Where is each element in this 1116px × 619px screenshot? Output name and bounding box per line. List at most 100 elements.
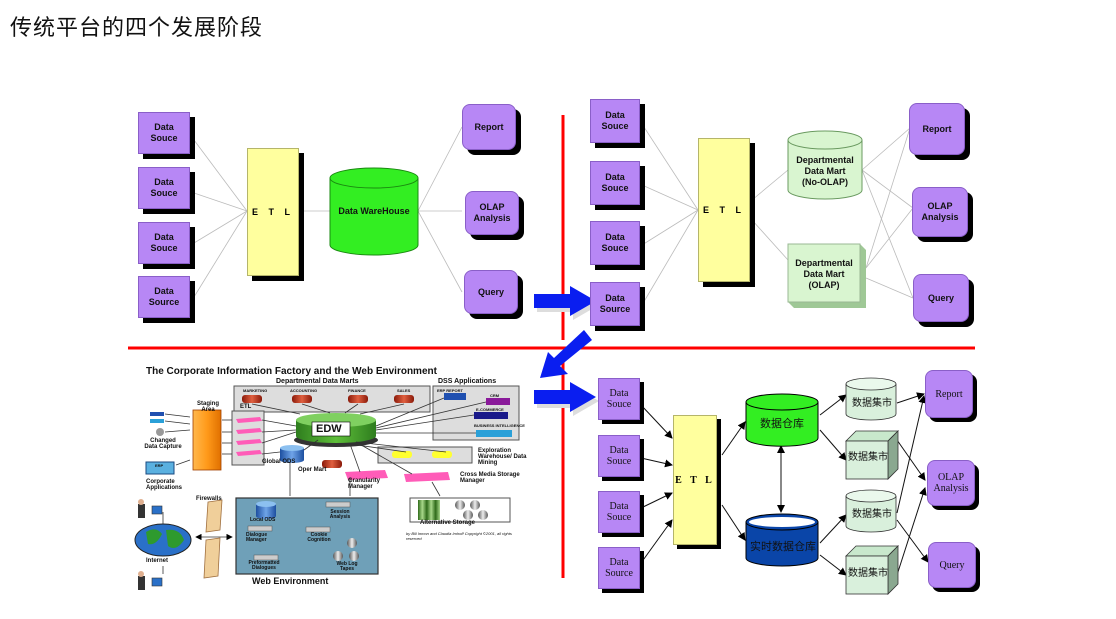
cif-copyright: by Bill Inmon and Claudia Imhoff Copyrig… (406, 531, 512, 541)
cif-web-env-label: Web Environment (252, 576, 329, 586)
stage2-etl-label: E T L (703, 205, 745, 215)
stage4-source-4[interactable]: Data Source (598, 547, 640, 589)
stage1-output-olap-label: OLAP Analysis (473, 202, 511, 223)
stage1-output-olap[interactable]: OLAP Analysis (465, 191, 519, 235)
stage2-source-4[interactable]: Data Source (590, 282, 640, 326)
stage2-mart-no-olap-label: Departmental Data Mart (No-OLAP) (788, 155, 862, 188)
cif-dss-title: DSS Applications (438, 378, 497, 385)
stage1-warehouse-label: Data WareHouse (338, 206, 410, 216)
stage4-mart-1-label: 数据集市 (852, 398, 892, 409)
stage1-source-3[interactable]: Data Souce (138, 222, 190, 264)
stage1-output-report[interactable]: Report (462, 104, 516, 150)
stage2-output-olap[interactable]: OLAP Analysis (912, 187, 968, 237)
cif-cross-media-label: Cross Media Storage Manager (460, 472, 520, 484)
stage2-output-report-label: Report (922, 123, 952, 134)
page-title: 传统平台的四个发展阶段 (10, 16, 264, 41)
stage2-mart-no-olap-line-1: Departmental (796, 155, 854, 165)
cif-erp-label: ERP (155, 463, 164, 468)
stage1-etl-label: E T L (252, 207, 294, 217)
stage1-source-3-label: Data Souce (150, 232, 178, 253)
cif-web-log-tapes: Web Log Tapes (336, 561, 358, 572)
cif-internet-label: Internet (146, 558, 169, 564)
cif-etl-label: ETL (240, 404, 252, 410)
cif-web-local-ods: Local ODS (250, 517, 276, 523)
cif-oper-mart-label: Oper Mart (298, 467, 327, 473)
stage4-warehouse-cylinder (745, 393, 819, 447)
stage2-mart-no-olap-line-2: Data Mart (804, 166, 846, 176)
stage4-output-report-label: Report (935, 388, 963, 400)
stage2-source-4-label: Data Source (599, 293, 631, 314)
stage4-realtime-warehouse-cylinder (745, 513, 819, 567)
cif-exploration-label: Exploration Warehouse/ Data Mining (478, 448, 527, 466)
stage2-output-report[interactable]: Report (909, 103, 965, 155)
stage2-mart-olap-line-1: Departmental (795, 258, 853, 268)
stage4-output-olap[interactable]: OLAP Analysis (927, 460, 975, 506)
stage4-source-2[interactable]: Data Souce (598, 435, 640, 477)
cif-edw-label: EDW (316, 423, 342, 435)
stage4-mart-cylinder-1 (845, 377, 897, 421)
stage2-output-olap-label: OLAP Analysis (921, 201, 959, 222)
cif-title: The Corporate Information Factory and th… (146, 366, 437, 377)
stage2-mart-olap-line-2: Data Mart (803, 269, 845, 279)
stage2-source-2[interactable]: Data Souce (590, 161, 640, 205)
stage2-source-2-label: Data Souce (601, 172, 629, 193)
stage2-connectors (641, 123, 914, 306)
stage4-connectors (640, 392, 929, 576)
stage1-output-query-label: Query (477, 286, 504, 297)
stage4-mart-2-label: 数据集市 (848, 452, 888, 463)
stage4-etl[interactable]: E T L (673, 415, 717, 545)
cif-dss-erp-report: ERP REPORT (437, 388, 463, 393)
stage4-mart-cylinder-2 (845, 489, 897, 533)
cif-corp-apps-label: Corporate Applications (146, 479, 183, 491)
cif-alt-storage-label: Alternative Storage (420, 520, 476, 526)
stage1-source-2[interactable]: Data Souce (138, 167, 190, 209)
cif-granularity-label: Granularity Manager (348, 478, 381, 490)
stage2-mart-no-olap-cylinder (787, 130, 863, 200)
cif-dss-bi: BUSINESS INTELLIGENCE (474, 423, 525, 428)
stage4-source-1[interactable]: Data Souce (598, 378, 640, 420)
stage4-output-report[interactable]: Report (925, 370, 973, 418)
cif-dss-crm: CRM (490, 393, 500, 398)
stage4-realtime-warehouse-label: 实时数据仓库 (750, 540, 816, 553)
stage2-output-query[interactable]: Query (913, 274, 969, 322)
cif-web-session-analysis: Session Analysis (329, 509, 351, 520)
stage1-source-4-label: Data Source (148, 286, 180, 307)
stage4-output-query[interactable]: Query (928, 542, 976, 588)
stage4-mart-3-label: 数据集市 (852, 509, 892, 520)
stage2-mart-no-olap-line-3: (No-OLAP) (802, 177, 848, 187)
dept-mart-cylinders (242, 395, 414, 403)
stage1-output-query[interactable]: Query (464, 270, 518, 314)
stage1-source-4[interactable]: Data Source (138, 276, 190, 318)
stage1-connectors (193, 126, 463, 298)
stage4-mart-cube-2 (845, 545, 899, 595)
stage4-mart-cube-1 (845, 430, 899, 480)
stage2-source-3[interactable]: Data Souce (590, 221, 640, 265)
stage2-etl[interactable]: E T L (698, 138, 750, 282)
cif-staging-label: Staging Area (197, 401, 219, 413)
stage4-output-query-label: Query (939, 559, 965, 571)
stage2-output-query-label: Query (927, 292, 954, 303)
cif-web-dialogue-manager: Dialogue Manager (246, 532, 268, 543)
flow-arrow-right-top (534, 286, 599, 320)
stage4-source-4-label: Data Source (605, 557, 633, 579)
stage4-warehouse-label: 数据仓库 (760, 417, 804, 430)
stage4-source-1-label: Data Souce (606, 388, 632, 410)
stage1-source-1[interactable]: Data Souce (138, 112, 190, 154)
stage4-source-3[interactable]: Data Souce (598, 491, 640, 533)
cif-global-ods-label: Global ODS (262, 459, 296, 465)
cif-dss-ecommerce: E-COMMERCE (476, 407, 504, 412)
cif-mart-accounting: ACCOUNTING (290, 388, 318, 393)
stage1-output-report-label: Report (474, 121, 504, 132)
cif-web-cookie-cognition: Cookie Cognition (307, 532, 331, 543)
cif-dept-marts-title: Departmental Data Marts (276, 378, 359, 385)
stage2-source-1[interactable]: Data Souce (590, 99, 640, 143)
stage1-source-1-label: Data Souce (150, 122, 178, 143)
stage2-mart-olap-label: Departmental Data Mart (OLAP) (788, 258, 860, 291)
stage4-source-2-label: Data Souce (606, 445, 632, 467)
stage2-source-3-label: Data Souce (601, 232, 629, 253)
cif-firewalls-label: Firewalls (196, 496, 222, 502)
stage4-output-olap-label: OLAP Analysis (933, 472, 969, 494)
stage2-mart-olap-cube (787, 243, 866, 308)
stage1-etl[interactable]: E T L (247, 148, 299, 276)
